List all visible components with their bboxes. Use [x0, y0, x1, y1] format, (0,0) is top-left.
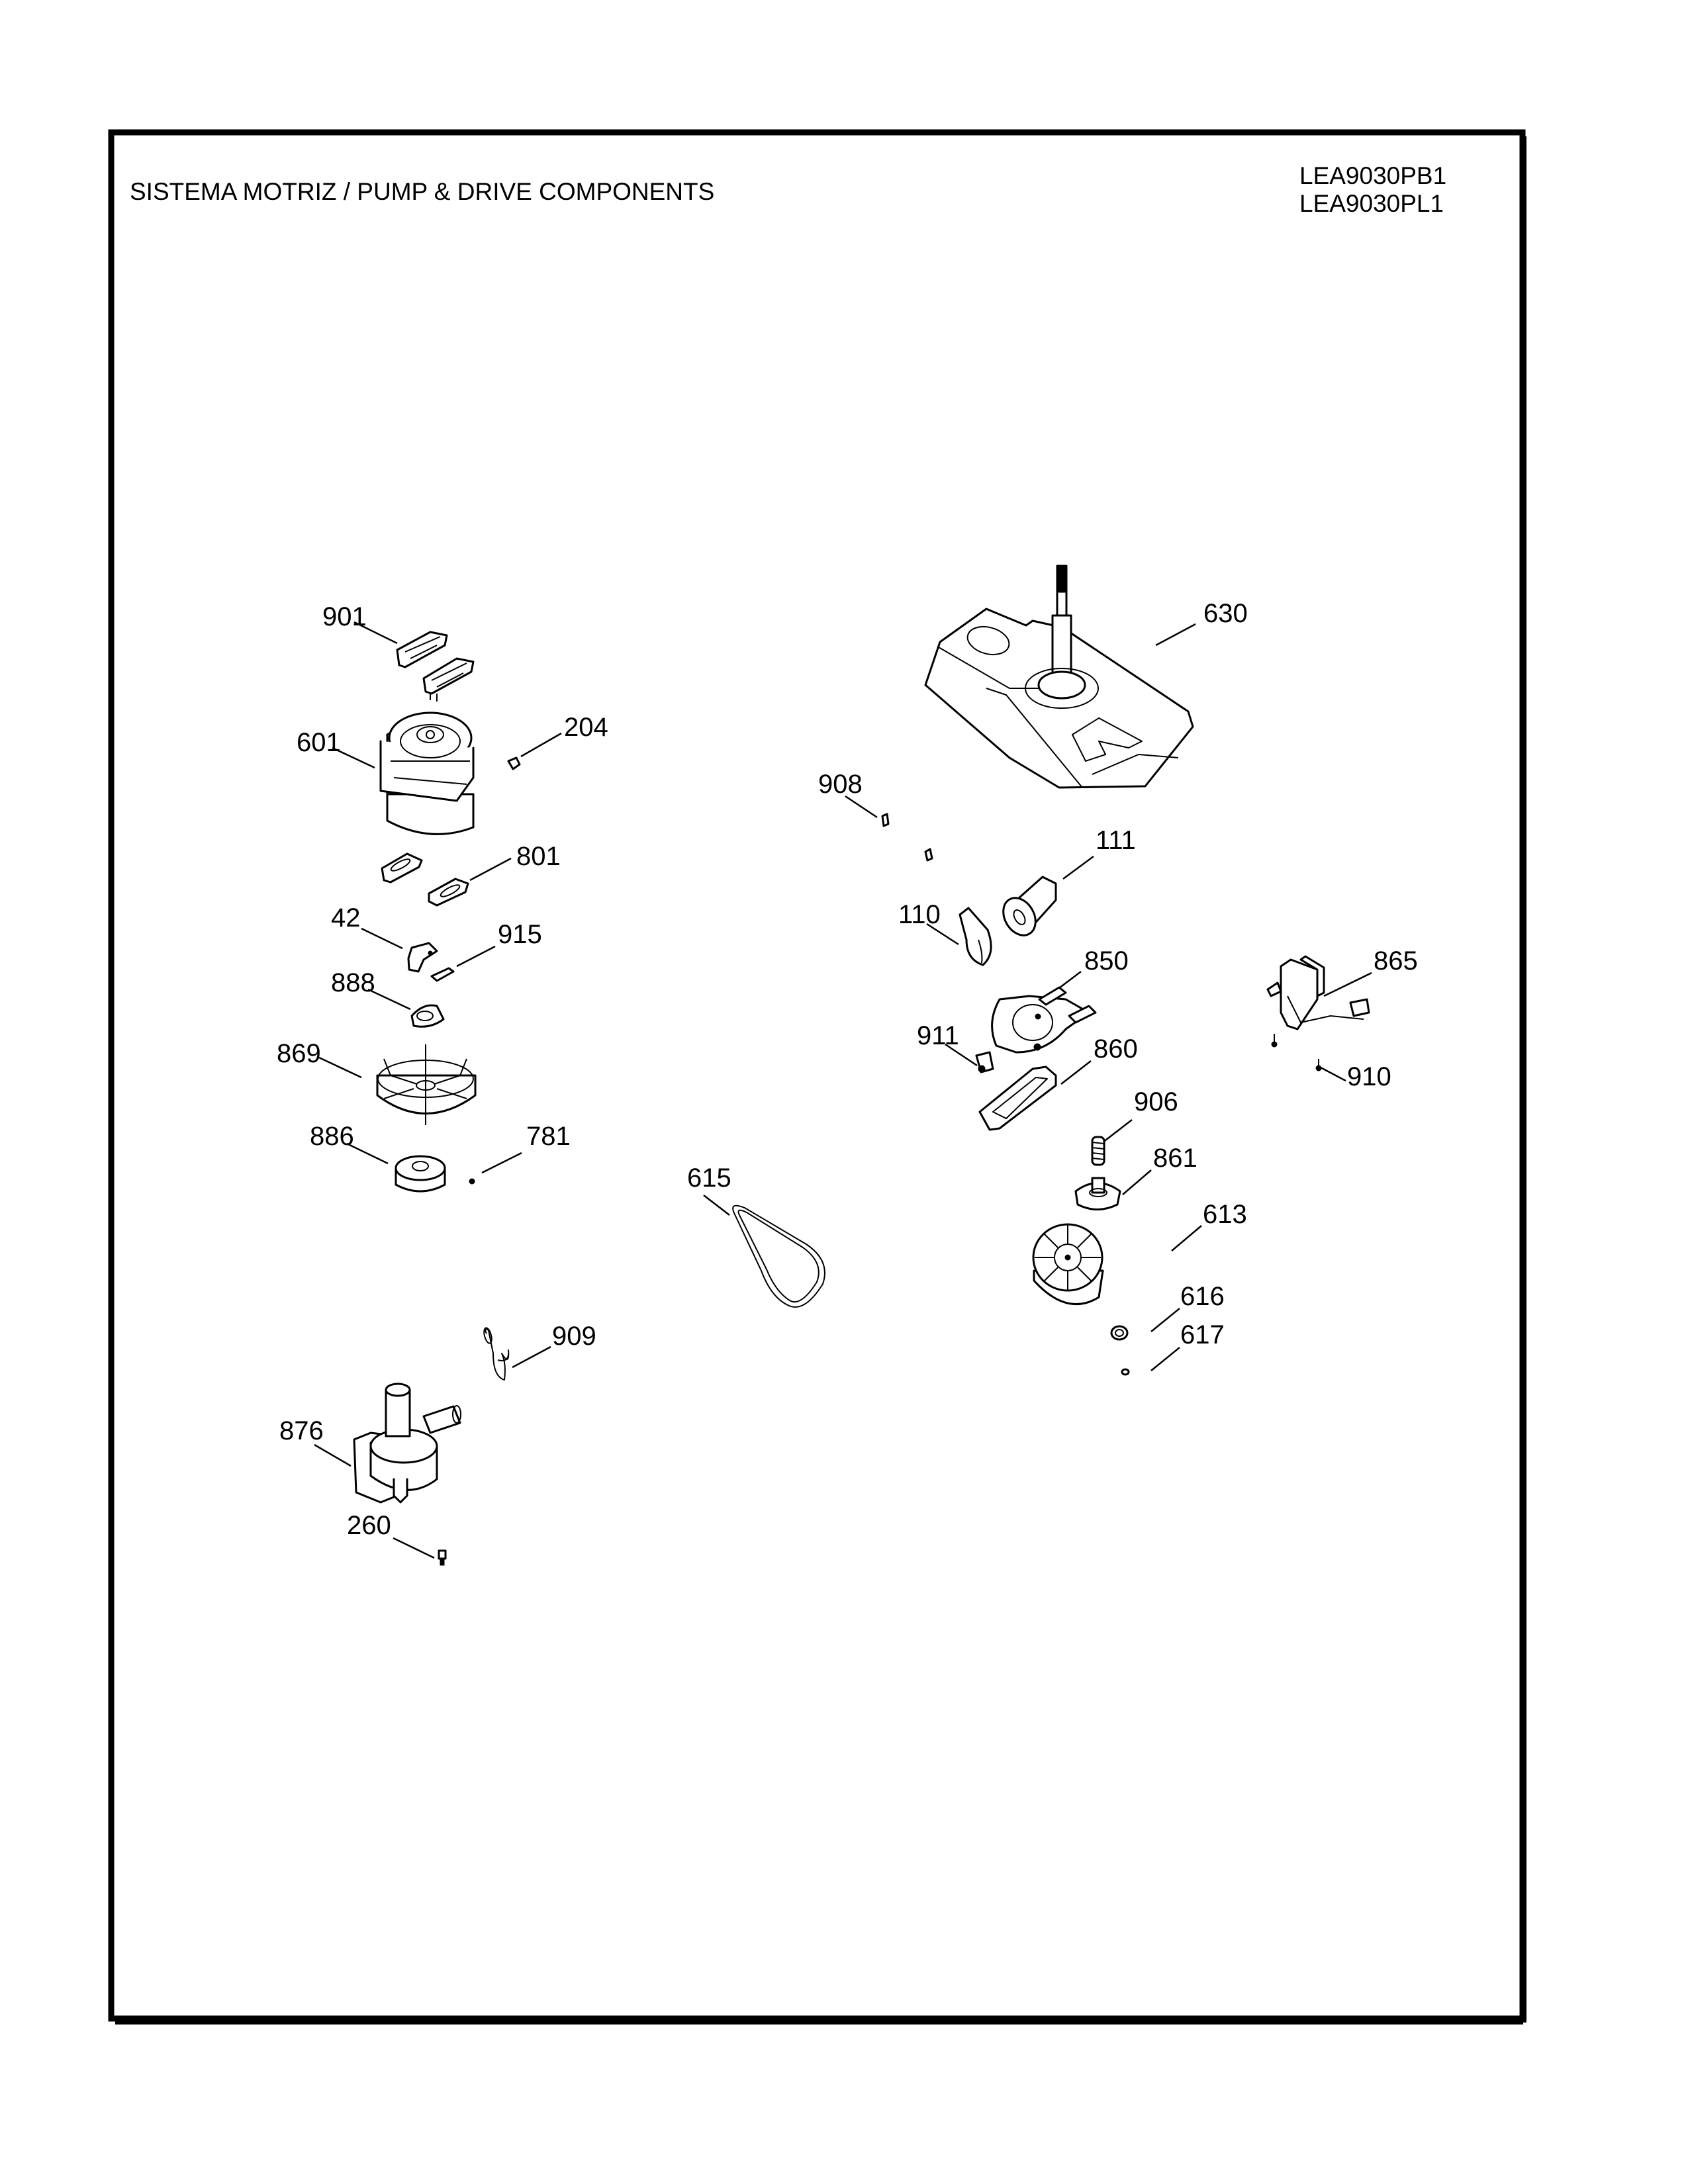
callout-869: 869 — [277, 1039, 321, 1068]
screw-icon — [438, 1549, 447, 1566]
part-906[interactable]: 906 — [1091, 1087, 1178, 1166]
callout-901: 901 — [322, 602, 367, 631]
shift-actuator-icon — [1266, 955, 1370, 1030]
clip-nut-icon-2 — [924, 848, 933, 862]
callout-617: 617 — [1180, 1320, 1225, 1349]
part-616[interactable]: 616 — [1110, 1282, 1225, 1341]
callout-911: 911 — [917, 1021, 959, 1050]
drive-motor-icon — [379, 711, 475, 835]
capacitor-strap-icon — [959, 907, 992, 966]
part-260[interactable]: 260 — [347, 1511, 447, 1566]
screw-icon-910 — [1271, 1034, 1322, 1071]
clutch-gear-icon — [1074, 1177, 1121, 1210]
callout-42: 42 — [331, 903, 361, 933]
callout-886: 886 — [310, 1122, 354, 1151]
callout-910: 910 — [1347, 1062, 1391, 1091]
part-110[interactable]: 110 — [898, 900, 992, 966]
callout-613: 613 — [1203, 1200, 1247, 1229]
brake-pad-holder-icon — [978, 1066, 1057, 1131]
callout-601: 601 — [297, 728, 341, 757]
callout-204: 204 — [564, 713, 608, 742]
callout-860: 860 — [1094, 1034, 1138, 1064]
part-615[interactable]: 615 — [687, 1163, 825, 1308]
part-204[interactable]: 204 — [507, 713, 608, 770]
wire-tie-icon — [483, 1327, 510, 1381]
part-908[interactable]: 908 — [818, 770, 933, 862]
part-850[interactable]: 850 — [975, 946, 1129, 1073]
part-909[interactable]: 909 — [483, 1322, 596, 1381]
part-861[interactable]: 861 — [1074, 1144, 1197, 1210]
part-865[interactable]: 865 — [1266, 946, 1418, 1030]
callout-909: 909 — [552, 1322, 596, 1351]
washer-icon-616 — [1110, 1325, 1129, 1341]
callout-888: 888 — [331, 968, 375, 997]
washer-icon — [410, 1004, 445, 1028]
clip-nut-icon — [881, 813, 890, 827]
model-number-1: LEA9030PB1 — [1299, 162, 1446, 189]
callout-615: 615 — [687, 1163, 731, 1193]
part-901[interactable]: 901 — [322, 602, 475, 702]
callout-630: 630 — [1203, 599, 1248, 628]
link-plate-icon — [430, 967, 455, 982]
diagram-border — [108, 129, 1526, 2025]
part-876[interactable]: 876 — [279, 1383, 461, 1504]
callout-616: 616 — [1180, 1282, 1225, 1311]
part-601[interactable]: 601 — [297, 711, 475, 835]
nut-icon — [1121, 1368, 1130, 1376]
motor-mount-plates-icon — [381, 852, 469, 907]
brake-bracket-icon — [975, 986, 1097, 1073]
clip-icon — [507, 756, 521, 770]
part-869[interactable]: 869 — [277, 1039, 477, 1125]
callout-908: 908 — [818, 770, 863, 799]
fan-blade-icon — [376, 1044, 477, 1125]
callout-110: 110 — [898, 900, 941, 929]
part-42[interactable]: 42 — [331, 903, 438, 973]
switch-actuator-icon — [407, 942, 438, 973]
callout-906: 906 — [1134, 1087, 1178, 1116]
callout-260: 260 — [347, 1511, 391, 1540]
callout-111: 111 — [1096, 826, 1136, 855]
callout-850: 850 — [1084, 946, 1129, 976]
callout-876: 876 — [279, 1416, 324, 1445]
model-number-2: LEA9030PL1 — [1299, 190, 1444, 217]
page-title: SISTEMA MOTRIZ / PUMP & DRIVE COMPONENTS — [130, 178, 714, 205]
callout-861: 861 — [1153, 1144, 1197, 1173]
set-screw-icon — [469, 1178, 475, 1185]
transmission-pulley-icon — [1032, 1223, 1104, 1306]
part-915[interactable]: 915 — [430, 920, 542, 982]
part-888[interactable]: 888 — [331, 968, 445, 1028]
part-860[interactable]: 860 — [978, 1034, 1138, 1131]
part-111[interactable]: 111 — [997, 826, 1136, 941]
screw-icon-911 — [978, 1043, 1041, 1073]
part-911[interactable]: 911 — [917, 1021, 1041, 1073]
drain-pump-icon — [353, 1383, 461, 1504]
callout-781: 781 — [526, 1122, 571, 1151]
callout-801: 801 — [516, 842, 561, 871]
spring-icon — [1091, 1136, 1105, 1166]
part-617[interactable]: 617 — [1121, 1320, 1225, 1376]
transmission-base-plate-icon — [924, 565, 1194, 789]
motor-pulley-icon — [395, 1155, 446, 1193]
callout-865: 865 — [1374, 946, 1418, 976]
part-613[interactable]: 613 — [1032, 1200, 1247, 1306]
part-630[interactable]: 630 — [924, 565, 1248, 789]
part-910[interactable]: 910 — [1271, 1034, 1391, 1091]
part-781[interactable]: 781 — [469, 1122, 571, 1185]
part-801[interactable]: 801 — [381, 842, 561, 907]
motor-mount-pads-icon — [396, 631, 475, 702]
part-886[interactable]: 886 — [310, 1122, 446, 1193]
drive-belt-icon — [732, 1205, 825, 1308]
callout-915: 915 — [498, 920, 542, 949]
capacitor-icon — [1002, 876, 1057, 936]
